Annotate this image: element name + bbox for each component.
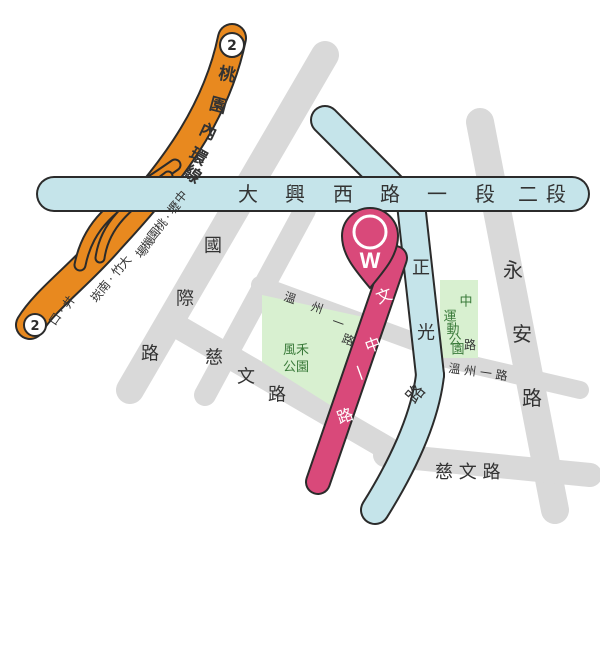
- label-daxing-5: 段: [475, 182, 495, 206]
- label-ciwen-right: 慈 文 路: [435, 462, 500, 483]
- label-fenghe-1: 風禾: [283, 343, 309, 358]
- label-ciwen-1: 文: [237, 367, 255, 388]
- label-ring-name-1: 園: [207, 94, 229, 118]
- label-guoji-1: 際: [176, 289, 194, 310]
- road-zhengguang-lower: [362, 362, 443, 523]
- label-wenzhong-2: 一: [347, 362, 370, 384]
- label-ring-name-2: 內: [196, 119, 220, 144]
- label-daxing-1: 興: [285, 182, 305, 206]
- pin-ring: [352, 214, 388, 250]
- label-wenzhong-1: 中: [362, 333, 384, 356]
- road-daxing: [38, 178, 588, 210]
- road-zhengguang: [397, 182, 443, 388]
- label-wenzhong-0: 文: [373, 284, 395, 307]
- label-zhongyun-2: 動: [446, 323, 459, 338]
- park-zhongyun: [440, 280, 478, 358]
- blue-roads: [36, 105, 590, 525]
- road-ciwen-left: [163, 313, 402, 462]
- label-daxing-4: 一: [427, 182, 447, 206]
- label-ring-name-0: 桃: [217, 63, 237, 87]
- road-wenzhou-right: [421, 346, 589, 399]
- label-zhengguang-0: 正: [412, 258, 430, 279]
- pin-dot: [358, 220, 382, 244]
- label-wenzhou-0: 溫: [282, 289, 298, 306]
- label-guoji-0: 國: [204, 236, 222, 257]
- shield-icon: [219, 32, 245, 58]
- label-wenzhou-1: 州: [309, 299, 325, 316]
- label-wenzhong-3: 路: [334, 404, 356, 427]
- label-daxing-2-0: 二: [518, 182, 538, 206]
- label-zhengguang-1: 光: [417, 323, 435, 344]
- label-ring-sub-lower-2: ·: [104, 273, 117, 285]
- label-zhongyun-3: 公: [448, 334, 461, 349]
- label-yongan-2: 路: [522, 386, 542, 410]
- label-wenzhou-2: 一: [330, 314, 346, 331]
- label-ciwen-2: 路: [268, 385, 286, 406]
- label-daxing-2: 西: [333, 182, 353, 206]
- label-zhongyun-road: 路: [464, 337, 476, 352]
- label-zhongyun-1: 運: [443, 310, 456, 325]
- ring-road-fill: [17, 25, 245, 338]
- shield-number: 2: [30, 319, 39, 334]
- label-ring-exit-1: ·: [55, 305, 69, 316]
- map-pin-marker[interactable]: W: [340, 207, 400, 290]
- label-ciwen-0: 慈: [205, 348, 223, 369]
- label-zhongyun-0: 中: [459, 295, 472, 310]
- label-yongan-1: 安: [512, 322, 532, 346]
- label-daxing-3: 路: [380, 182, 400, 206]
- shield-icon: [23, 313, 47, 337]
- road-guoji: [116, 41, 339, 404]
- label-guoji-2: 路: [141, 344, 159, 365]
- label-ring-sub-upper-2: ·: [161, 211, 174, 223]
- label-fenghe-2: 公園: [283, 360, 309, 375]
- label-daxing-2-1: 段: [546, 182, 566, 206]
- ring-road-shield-top: 2: [219, 32, 245, 58]
- shield-number: 2: [227, 38, 237, 54]
- label-daxing-0: 大: [238, 182, 258, 206]
- label-yongan-0: 永: [503, 258, 523, 282]
- ring-road-shield-bottom: 2: [23, 313, 47, 337]
- pin-letter: W: [360, 248, 381, 273]
- pink-road: [305, 245, 408, 495]
- label-wenzhou-3: 路: [340, 330, 356, 348]
- road-wenzhong: [307, 247, 406, 493]
- label-zhongyun-4: 園: [451, 343, 464, 358]
